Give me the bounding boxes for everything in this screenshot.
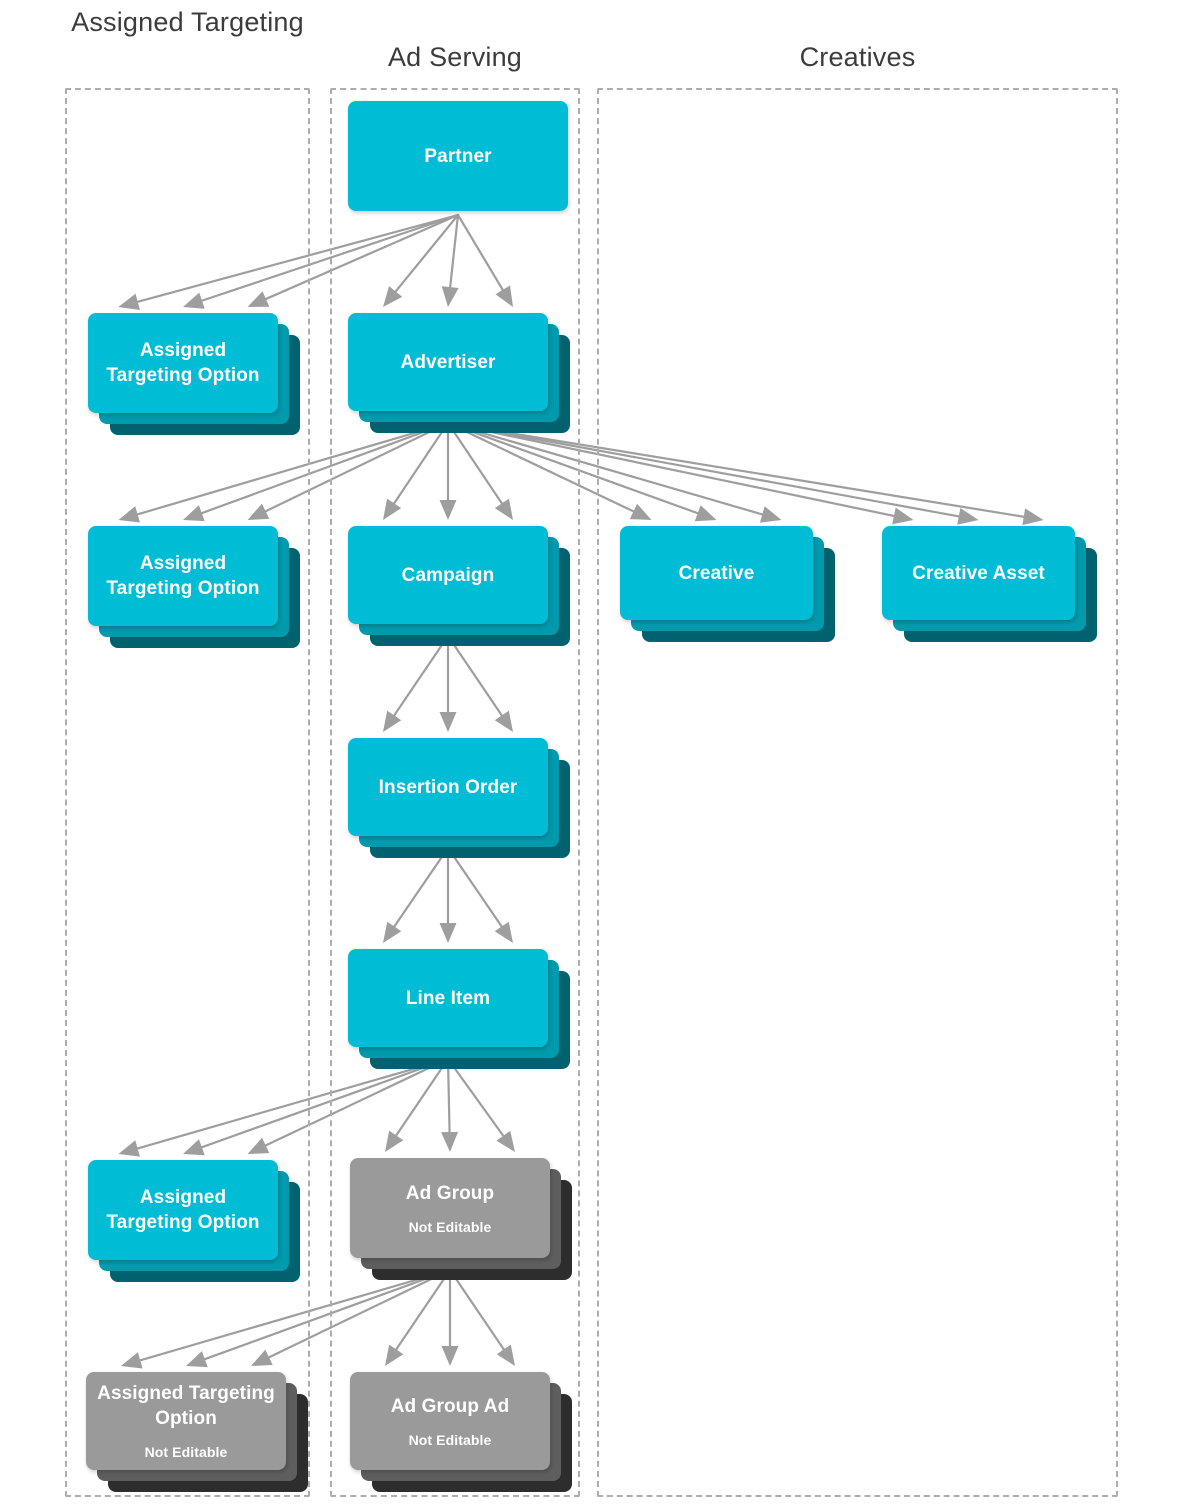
node-label-ad-group-ad: Ad Group Ad [390, 1395, 510, 1417]
node-assigned-targeting-option-partner[interactable]: Assigned Targeting Option [88, 313, 300, 435]
node-label-line-item: Line Item [405, 987, 491, 1009]
node-label-assigned-targeting-option-advertiser: Assigned Targeting Option [106, 553, 260, 599]
node-card-creative-asset[interactable]: Creative Asset [882, 526, 1075, 620]
node-line-item[interactable]: Line Item [348, 949, 570, 1069]
node-card-line-item[interactable]: Line Item [348, 949, 548, 1047]
node-card-partner[interactable]: Partner [348, 101, 568, 211]
node-card-campaign[interactable]: Campaign [348, 526, 548, 624]
lane-assigned-targeting [65, 88, 310, 1497]
node-card-assigned-targeting-option-line-item[interactable]: Assigned Targeting Option [88, 1160, 278, 1260]
lane-creatives [597, 88, 1118, 1497]
node-ad-group-ad[interactable]: Ad Group Ad Not Editable [350, 1372, 572, 1492]
lane-title-creatives: Creatives [799, 42, 916, 72]
node-card-ad-group-ad[interactable]: Ad Group Ad Not Editable [350, 1372, 550, 1470]
node-partner[interactable]: Partner [348, 101, 590, 233]
node-label-advertiser: Advertiser [400, 351, 496, 373]
node-label-insertion-order: Insertion Order [378, 776, 518, 798]
node-card-assigned-targeting-option-partner[interactable]: Assigned Targeting Option [88, 313, 278, 413]
node-insertion-order[interactable]: Insertion Order [348, 738, 570, 858]
node-sublabel-ad-group-ad: Not Editable [408, 1431, 492, 1448]
node-card-assigned-targeting-option-advertiser[interactable]: Assigned Targeting Option [88, 526, 278, 626]
node-label-assigned-targeting-option-partner: Assigned Targeting Option [106, 340, 260, 386]
node-label-assigned-targeting-option-ad-group: Assigned Targeting Option [97, 1383, 275, 1429]
lane-ad-serving [330, 88, 580, 1497]
node-label-ad-group: Ad Group [405, 1182, 495, 1204]
node-card-insertion-order[interactable]: Insertion Order [348, 738, 548, 836]
node-label-campaign: Campaign [401, 564, 495, 586]
node-creative-asset[interactable]: Creative Asset [882, 526, 1097, 642]
node-advertiser[interactable]: Advertiser [348, 313, 570, 433]
lane-title-ad-serving: Ad Serving [387, 42, 523, 72]
node-sublabel-assigned-targeting-option-ad-group: Not Editable [144, 1444, 228, 1460]
lane-title-assigned-targeting: Assigned Targeting [71, 7, 304, 37]
node-card-advertiser[interactable]: Advertiser [348, 313, 548, 411]
node-assigned-targeting-option-line-item[interactable]: Assigned Targeting Option [88, 1160, 300, 1282]
node-label-creative: Creative [678, 562, 755, 584]
node-creative[interactable]: Creative [620, 526, 835, 642]
node-sublabel-ad-group: Not Editable [408, 1218, 492, 1235]
node-campaign[interactable]: Campaign [348, 526, 570, 646]
node-card-creative[interactable]: Creative [620, 526, 813, 620]
node-assigned-targeting-option-advertiser[interactable]: Assigned Targeting Option [88, 526, 300, 648]
node-label-partner: Partner [424, 145, 492, 167]
node-label-assigned-targeting-option-line-item: Assigned Targeting Option [106, 1187, 260, 1233]
node-label-creative-asset: Creative Asset [912, 562, 1045, 584]
